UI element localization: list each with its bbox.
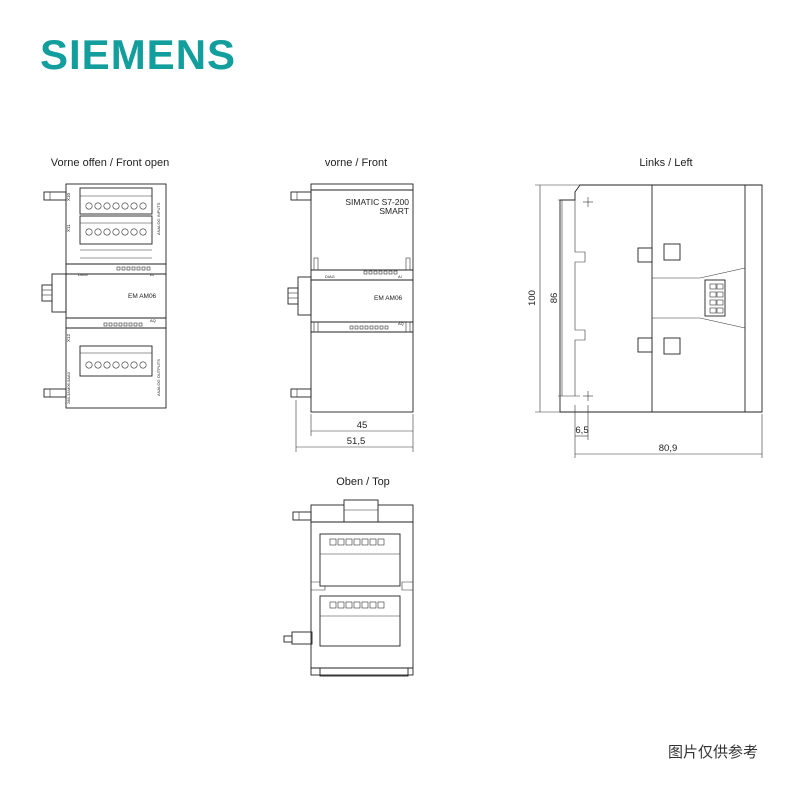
label-analog-outputs: ANALOG OUTPUTS	[156, 359, 161, 396]
led-strip-top	[116, 266, 151, 271]
dim-front-total-width: 51,5	[347, 436, 366, 447]
front-open-view: X10 X11 ANALOG INPUTS DIAG AI EM AM06 AQ	[41, 183, 167, 409]
model-label-open: EM AM06	[128, 293, 157, 300]
dim-left-height-inner: 86	[549, 293, 560, 304]
view-title-top: Oben / Top	[336, 476, 390, 488]
order-number-label: 288-3AM06-0AA0	[66, 371, 71, 404]
aq-label-open: AQ	[150, 318, 156, 323]
front-led-strip-top	[363, 270, 398, 275]
top-terminal-row-2	[329, 601, 385, 609]
front-led-strip-bottom	[349, 325, 389, 330]
view-title-front: vorne / Front	[324, 157, 388, 169]
diag-label-front: DIAG	[325, 274, 335, 279]
label-analog-inputs: ANALOG INPUTS	[156, 202, 161, 235]
terminal-screws-x11	[85, 228, 147, 236]
top-view	[283, 499, 414, 677]
product-line-label: SIMATIC S7-200	[345, 197, 409, 207]
ai-label-open: AI	[150, 272, 154, 277]
dim-front-width: 45	[357, 420, 368, 431]
ai-label-front: AI	[398, 274, 402, 279]
led-strip-bottom	[103, 322, 143, 327]
top-terminal-row-1	[329, 538, 385, 546]
view-title-left: Links / Left	[639, 157, 693, 169]
dim-left-depth: 80,9	[659, 443, 678, 454]
left-view: 100 86 6,5 80,9	[527, 184, 763, 458]
terminal-label-x10: X10	[66, 192, 71, 201]
product-line-label-2: SMART	[379, 206, 409, 216]
view-title-front-open: Vorne offen / Front open	[50, 157, 170, 169]
model-label-front: EM AM06	[374, 295, 403, 302]
siemens-logo: SIEMENS	[40, 31, 237, 78]
terminal-screws-x10	[85, 202, 147, 210]
terminal-label-x12: X12	[66, 333, 71, 342]
dim-left-rail-offset: 6,5	[575, 425, 588, 436]
terminal-label-x11: X11	[66, 224, 71, 232]
diag-label-open: DIAG	[78, 272, 88, 277]
terminal-screws-x12	[85, 361, 147, 369]
disclaimer-text: 图片仅供参考	[667, 743, 758, 761]
aq-label-front: AQ	[398, 321, 404, 326]
dim-left-height-total: 100	[527, 290, 538, 306]
front-view: SIMATIC S7-200 SMART DIAG AI EM AM06 AQ …	[287, 183, 414, 452]
left-connector-pins	[709, 283, 724, 314]
